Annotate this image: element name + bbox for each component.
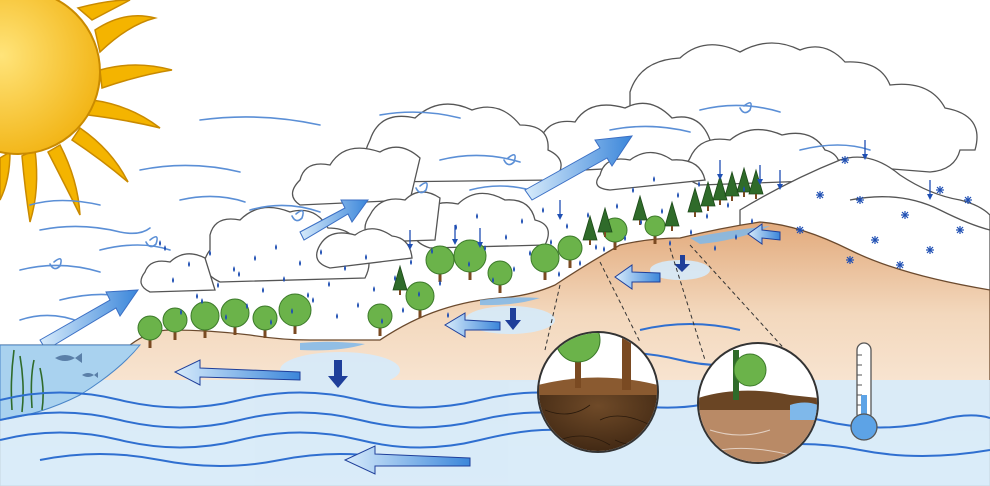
sun — [0, 0, 172, 222]
conifer-tree-icon — [633, 196, 647, 225]
cloud-icon — [141, 254, 215, 292]
rain-drop-icon — [550, 239, 552, 245]
rain-drop-icon — [312, 297, 314, 303]
evaporation-arrow-icon — [40, 290, 138, 350]
rain-drop-icon — [164, 245, 166, 251]
deciduous-tree-icon — [454, 240, 486, 280]
deciduous-tree-icon — [279, 294, 311, 334]
rain-drop-icon — [661, 208, 663, 214]
rain-drop-icon — [410, 259, 412, 265]
rain-drop-icon — [159, 240, 161, 246]
rain-drop-icon — [677, 192, 679, 198]
conifer-tree-icon — [688, 188, 702, 217]
conifer-tree-icon — [583, 216, 597, 245]
rain-drop-icon — [529, 250, 531, 256]
cloud-icon — [293, 147, 421, 205]
rain-drop-icon — [603, 246, 605, 252]
wind-swirl-icon — [50, 259, 61, 269]
deciduous-tree-icon — [426, 246, 454, 282]
rain-drop-icon — [558, 271, 560, 277]
rain-drop-icon — [307, 292, 309, 298]
deciduous-tree-icon — [558, 236, 582, 268]
deciduous-tree-icon — [253, 306, 277, 338]
rain-drop-icon — [217, 282, 219, 288]
deciduous-tree-icon — [368, 304, 392, 336]
deciduous-tree-icon — [406, 282, 434, 318]
rain-drop-icon — [542, 207, 544, 213]
snowflake-icon — [896, 261, 904, 269]
rain-drop-icon — [357, 302, 359, 308]
rain-drop-icon — [706, 213, 708, 219]
rain-drop-icon — [196, 293, 198, 299]
snowflake-icon — [964, 196, 972, 204]
rain-drop-icon — [373, 286, 375, 292]
rain-drop-icon — [690, 229, 692, 235]
rain-drop-icon — [616, 203, 618, 209]
rain-drop-icon — [579, 260, 581, 266]
rain-drop-icon — [727, 202, 729, 208]
rain-drop-icon — [595, 244, 597, 250]
snowflake-icon — [816, 191, 824, 199]
deciduous-tree-icon — [488, 261, 512, 293]
snowflake-icon — [956, 226, 964, 234]
rain-drop-icon — [262, 287, 264, 293]
wind-swirl-icon — [416, 183, 427, 193]
snowflake-icon — [936, 186, 944, 194]
snowflake-icon — [926, 246, 934, 254]
rain-drop-icon — [336, 313, 338, 319]
snowflake-icon — [841, 156, 849, 164]
conifer-tree-icon — [665, 202, 679, 231]
snowflake-icon — [871, 236, 879, 244]
rain-drop-icon — [513, 266, 515, 272]
snowflake-icon — [796, 226, 804, 234]
rain-drop-icon — [587, 212, 589, 218]
conifer-tree-icon — [701, 182, 715, 211]
deciduous-tree-icon — [531, 244, 559, 280]
rain-drop-icon — [328, 281, 330, 287]
snowflake-icon — [846, 256, 854, 264]
snowflake-icon — [856, 196, 864, 204]
rain-drop-icon — [402, 307, 404, 313]
rain-drop-icon — [566, 223, 568, 229]
snowflake-icon — [901, 211, 909, 219]
